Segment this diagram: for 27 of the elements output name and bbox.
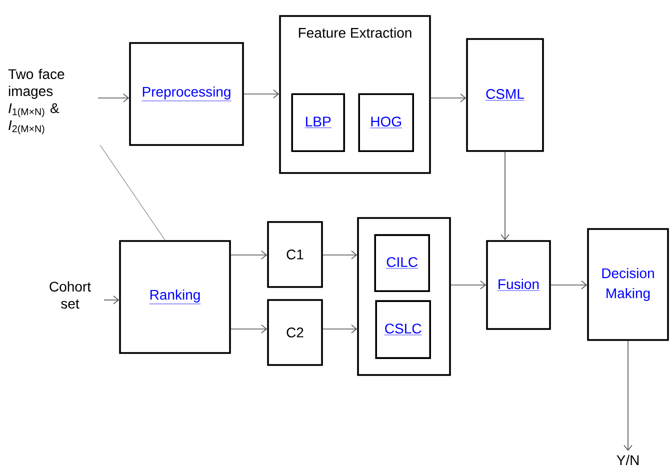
arrow xyxy=(230,324,268,334)
process-box: CSML xyxy=(466,38,544,152)
process-box: C2 xyxy=(267,299,323,366)
process-box: CSLC xyxy=(375,300,431,359)
process-box: Fusion xyxy=(486,240,551,330)
text-label: Cohort set xyxy=(50,281,91,309)
arrow xyxy=(322,324,358,334)
arrow xyxy=(450,280,486,290)
process-box: HOG xyxy=(358,93,414,152)
arrow xyxy=(430,94,466,102)
arrow xyxy=(550,280,588,290)
text-label: Two face images I$_{1(M×N)}$ & I$_{2(M×N)}$ xyxy=(8,68,64,134)
arrow xyxy=(98,94,130,102)
process-box: Ranking xyxy=(119,240,231,354)
arrow xyxy=(500,151,510,240)
arrow xyxy=(624,340,632,451)
arrow xyxy=(322,250,358,260)
process-box: Decision Making xyxy=(587,228,669,341)
group-box xyxy=(357,217,451,376)
arrow xyxy=(244,90,280,98)
process-box: CILC xyxy=(374,234,430,292)
process-box: C1 xyxy=(267,221,323,288)
arrow xyxy=(230,250,268,260)
arrow xyxy=(104,296,120,304)
text-label: Y/N xyxy=(616,454,639,466)
process-box: Preprocessing xyxy=(129,42,244,146)
process-box: LBP xyxy=(291,93,345,152)
